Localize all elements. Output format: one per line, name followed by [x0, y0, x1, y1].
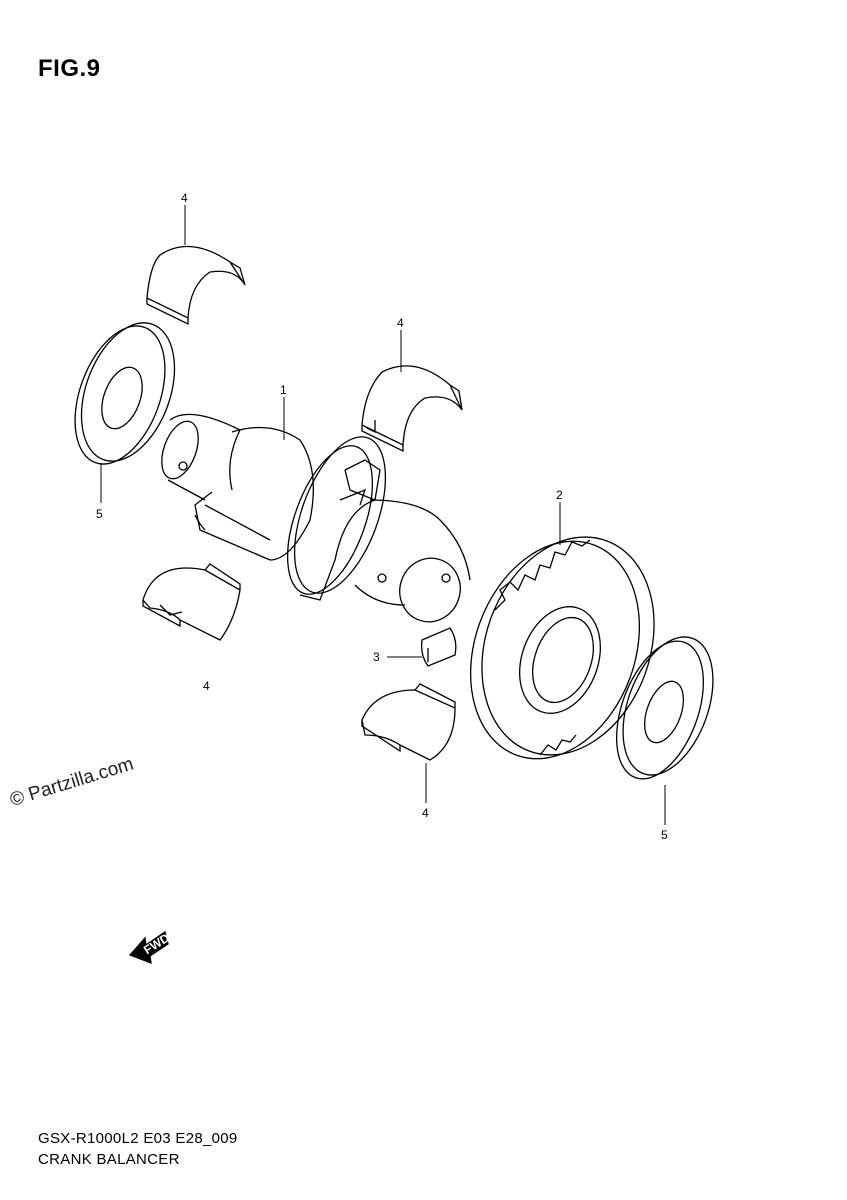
callout-4-upper-middle: 4 — [397, 316, 404, 330]
callout-4-lower-left: 4 — [203, 679, 210, 693]
callout-1-shaft: 1 — [280, 383, 287, 397]
fwd-arrow-label: FWD — [141, 931, 172, 958]
bearing-shell-top-left[interactable] — [146, 245, 246, 326]
callout-3-key: 3 — [373, 650, 380, 664]
key[interactable] — [420, 627, 457, 667]
washer-left[interactable] — [58, 310, 192, 476]
balancer-shaft[interactable] — [155, 413, 471, 630]
bearing-shell-upper-middle[interactable] — [361, 365, 463, 453]
balancer-gear[interactable] — [442, 513, 684, 783]
washer-right[interactable] — [600, 625, 731, 791]
fwd-arrow-icon: FWD — [128, 931, 172, 965]
callout-5-right: 5 — [661, 828, 668, 842]
callout-2-gear: 2 — [556, 488, 563, 502]
callout-4-top-left: 4 — [181, 191, 188, 205]
figure-title: FIG.9 — [38, 55, 101, 82]
callout-4-lower-middle: 4 — [422, 806, 429, 820]
callout-5-left: 5 — [96, 507, 103, 521]
bearing-shell-lower-left[interactable] — [142, 563, 241, 641]
footer-title: CRANK BALANCER — [38, 1151, 180, 1168]
footer-code: GSX-R1000L2 E03 E28_009 — [38, 1130, 238, 1147]
leader-lines — [100, 205, 666, 825]
bearing-shell-lower-middle[interactable] — [361, 683, 456, 761]
